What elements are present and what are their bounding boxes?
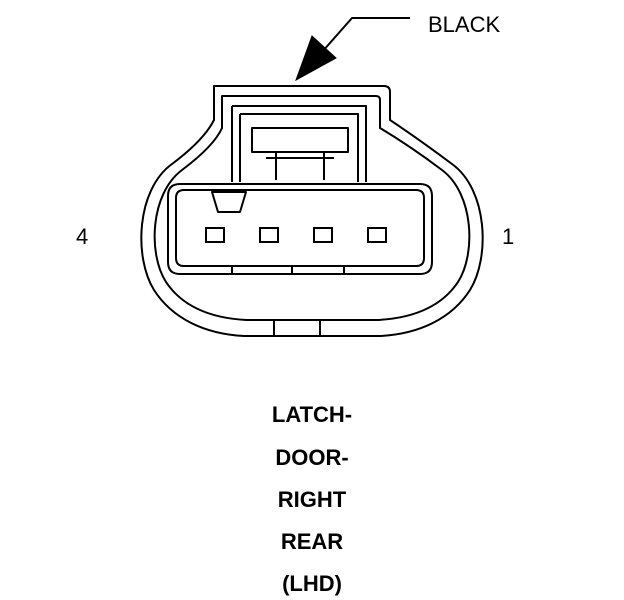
pin-cavity-4 (205, 227, 225, 243)
pin-left-label: 4 (76, 224, 88, 249)
pin-cavity-1 (367, 227, 387, 243)
pin-right-label: 1 (502, 224, 514, 249)
connector-outer-housing (140, 85, 484, 337)
terminal-face-bottom-ribs (231, 266, 345, 274)
title-line-2: DOOR- (275, 445, 349, 470)
latch-lock-tab (251, 127, 349, 153)
polarization-notch (211, 191, 247, 213)
terminal-face-outer (167, 183, 433, 275)
color-callout-label: BLACK (428, 12, 500, 37)
bottom-key-slot (273, 320, 321, 336)
connector-outer-inner-outline (153, 95, 471, 321)
title-line-4: REAR (280, 529, 344, 554)
callout-leader-line (321, 17, 410, 53)
pin-cavity-2 (313, 227, 333, 243)
terminal-face-inner (175, 189, 425, 267)
title-line-5: (LHD) (282, 571, 342, 596)
pin-cavity-3 (259, 227, 279, 243)
latch-lock-housing (231, 105, 367, 182)
latch-lock-stem (266, 152, 334, 180)
callout-arrowhead (295, 35, 337, 82)
title-line-3: RIGHT (277, 487, 347, 512)
title-line-1: LATCH- (271, 402, 353, 427)
